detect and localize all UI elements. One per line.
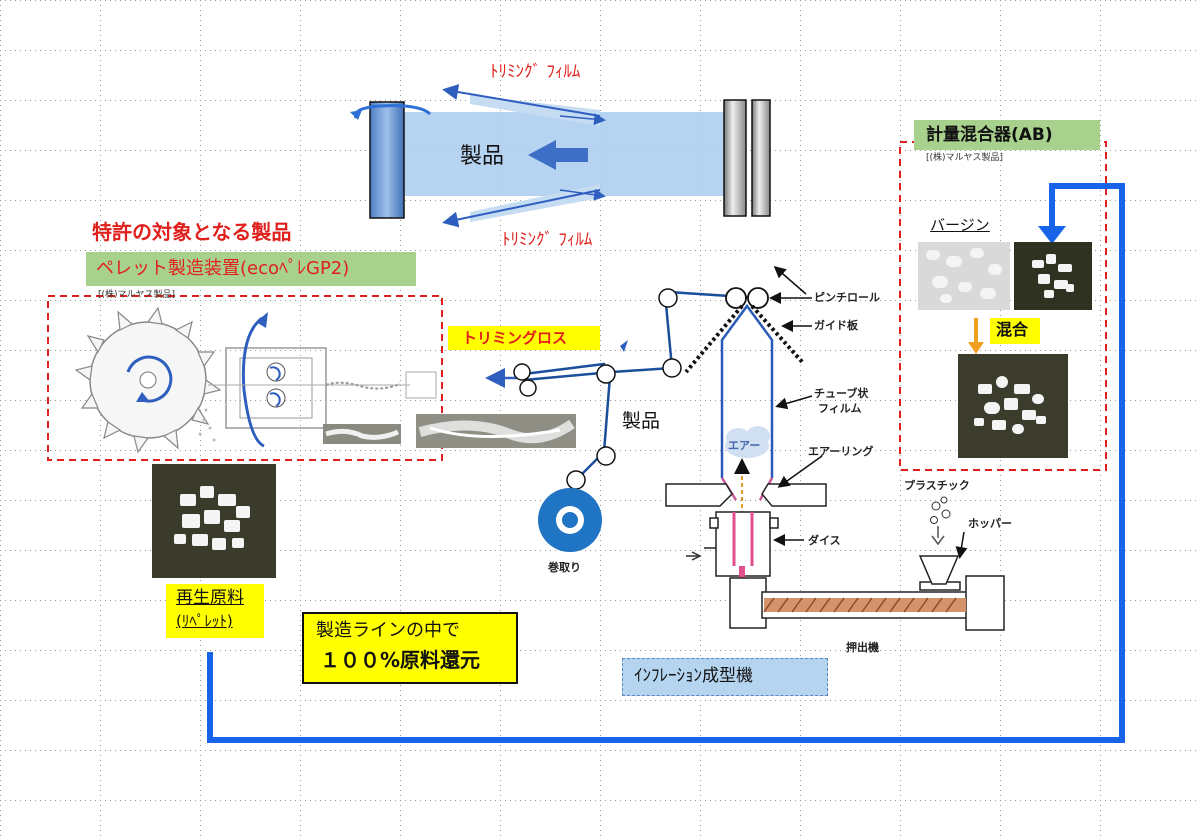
slogan-line-1: 製造ラインの中で: [316, 620, 460, 641]
pellet-machine-boundary: [47, 295, 443, 461]
plastic-pellets: [930, 496, 951, 524]
pellet-machine-label-box: [86, 252, 416, 286]
dies: [704, 511, 779, 577]
mixed-pellet-photo: [958, 354, 1068, 458]
right-roll-1: [723, 99, 747, 217]
pinch-rolls: [725, 287, 769, 309]
recycled-label-box: [166, 584, 264, 638]
pellet-machine-maker: [(株)マルヤス製品]: [98, 290, 176, 300]
extruder-label: 押出機: [846, 641, 879, 654]
extruder-screw: [764, 598, 966, 612]
melt-channel: [732, 512, 754, 566]
pinch-roll-label: ピンチロール: [814, 291, 880, 304]
plastic-label: プラスチック: [904, 479, 970, 492]
product-direction-arrow: [528, 140, 588, 170]
winding-label: 巻取り: [548, 561, 581, 574]
air-ring-label: エアーリング: [808, 445, 874, 458]
hopper-label: ホッパー: [968, 517, 1012, 530]
slogan-box: [302, 612, 518, 684]
recycled-label-2: (ﾘﾍﾟﾚｯﾄ): [176, 612, 233, 630]
virgin-pellet-photo: [918, 242, 1010, 310]
left-roll: [369, 101, 405, 219]
inflation-machine-label: ｲﾝﾌﾚｰｼｮﾝ成型機: [634, 666, 753, 686]
recycled-pellet-photo: [152, 464, 276, 578]
recycled-flake-photo-small: [1014, 242, 1092, 310]
pellet-machine-text: ペレット製造装置(ecoﾍﾟﾚGP2): [96, 258, 350, 279]
recycled-label-1: 再生原料: [176, 588, 244, 608]
mix-label-box: [990, 318, 1040, 344]
pellet-machine-label: ペレット製造装置(ecoﾍﾟﾚGP2): [96, 260, 349, 278]
trimming-film-label-bottom: ﾄﾘﾐﾝｸﾞ ﾌｨﾙﾑ: [502, 230, 593, 250]
product-label-top: 製品: [460, 144, 505, 169]
mix-label: 混合: [996, 320, 1029, 339]
guide-plate-left: [684, 304, 744, 374]
mixer-label-box: [914, 120, 1100, 150]
trim-arrow-top: [442, 84, 601, 117]
slogan-line-2: １００%原料還元: [320, 648, 481, 672]
trimming-film-label-top: ﾄﾘﾐﾝｸﾞ ﾌｨﾙﾑ: [490, 62, 581, 82]
guide-plate-right: [750, 304, 806, 366]
air-ring: [665, 483, 827, 507]
tube-film-label-1: チューブ状: [814, 387, 869, 400]
pelletizer-housing: [198, 312, 437, 448]
winding-roll: [538, 488, 602, 552]
saw-blade: [74, 306, 222, 454]
mixer-maker: [(株)マルヤス製品]: [926, 153, 1004, 163]
product-label-mid: 製品: [622, 410, 661, 432]
trim-arrow-bottom: [442, 189, 601, 228]
recycle-return-loop: [207, 183, 1125, 743]
right-roll-2: [751, 99, 771, 217]
air-cloud: [725, 426, 770, 458]
film-trimming-section: [350, 84, 771, 228]
mixer-title: 計量混合器(AB): [926, 125, 1053, 145]
guide-rolls: [513, 288, 682, 490]
trimming-loss-box: [448, 326, 600, 350]
patent-title: 特許の対象となる製品: [92, 220, 292, 244]
hopper: [918, 555, 960, 585]
trimming-loss-label: トリミングロス: [462, 329, 568, 347]
trim-strip-top: [470, 95, 600, 126]
air-label: エアー: [728, 439, 761, 452]
tube-film: [720, 303, 774, 478]
tube-film-label-2: フィルム: [818, 402, 862, 415]
virgin-label: バージン: [930, 216, 990, 234]
dies-label: ダイス: [808, 534, 841, 547]
guide-plate-label: ガイド板: [814, 319, 858, 332]
inflation-machine-box: [622, 658, 828, 696]
